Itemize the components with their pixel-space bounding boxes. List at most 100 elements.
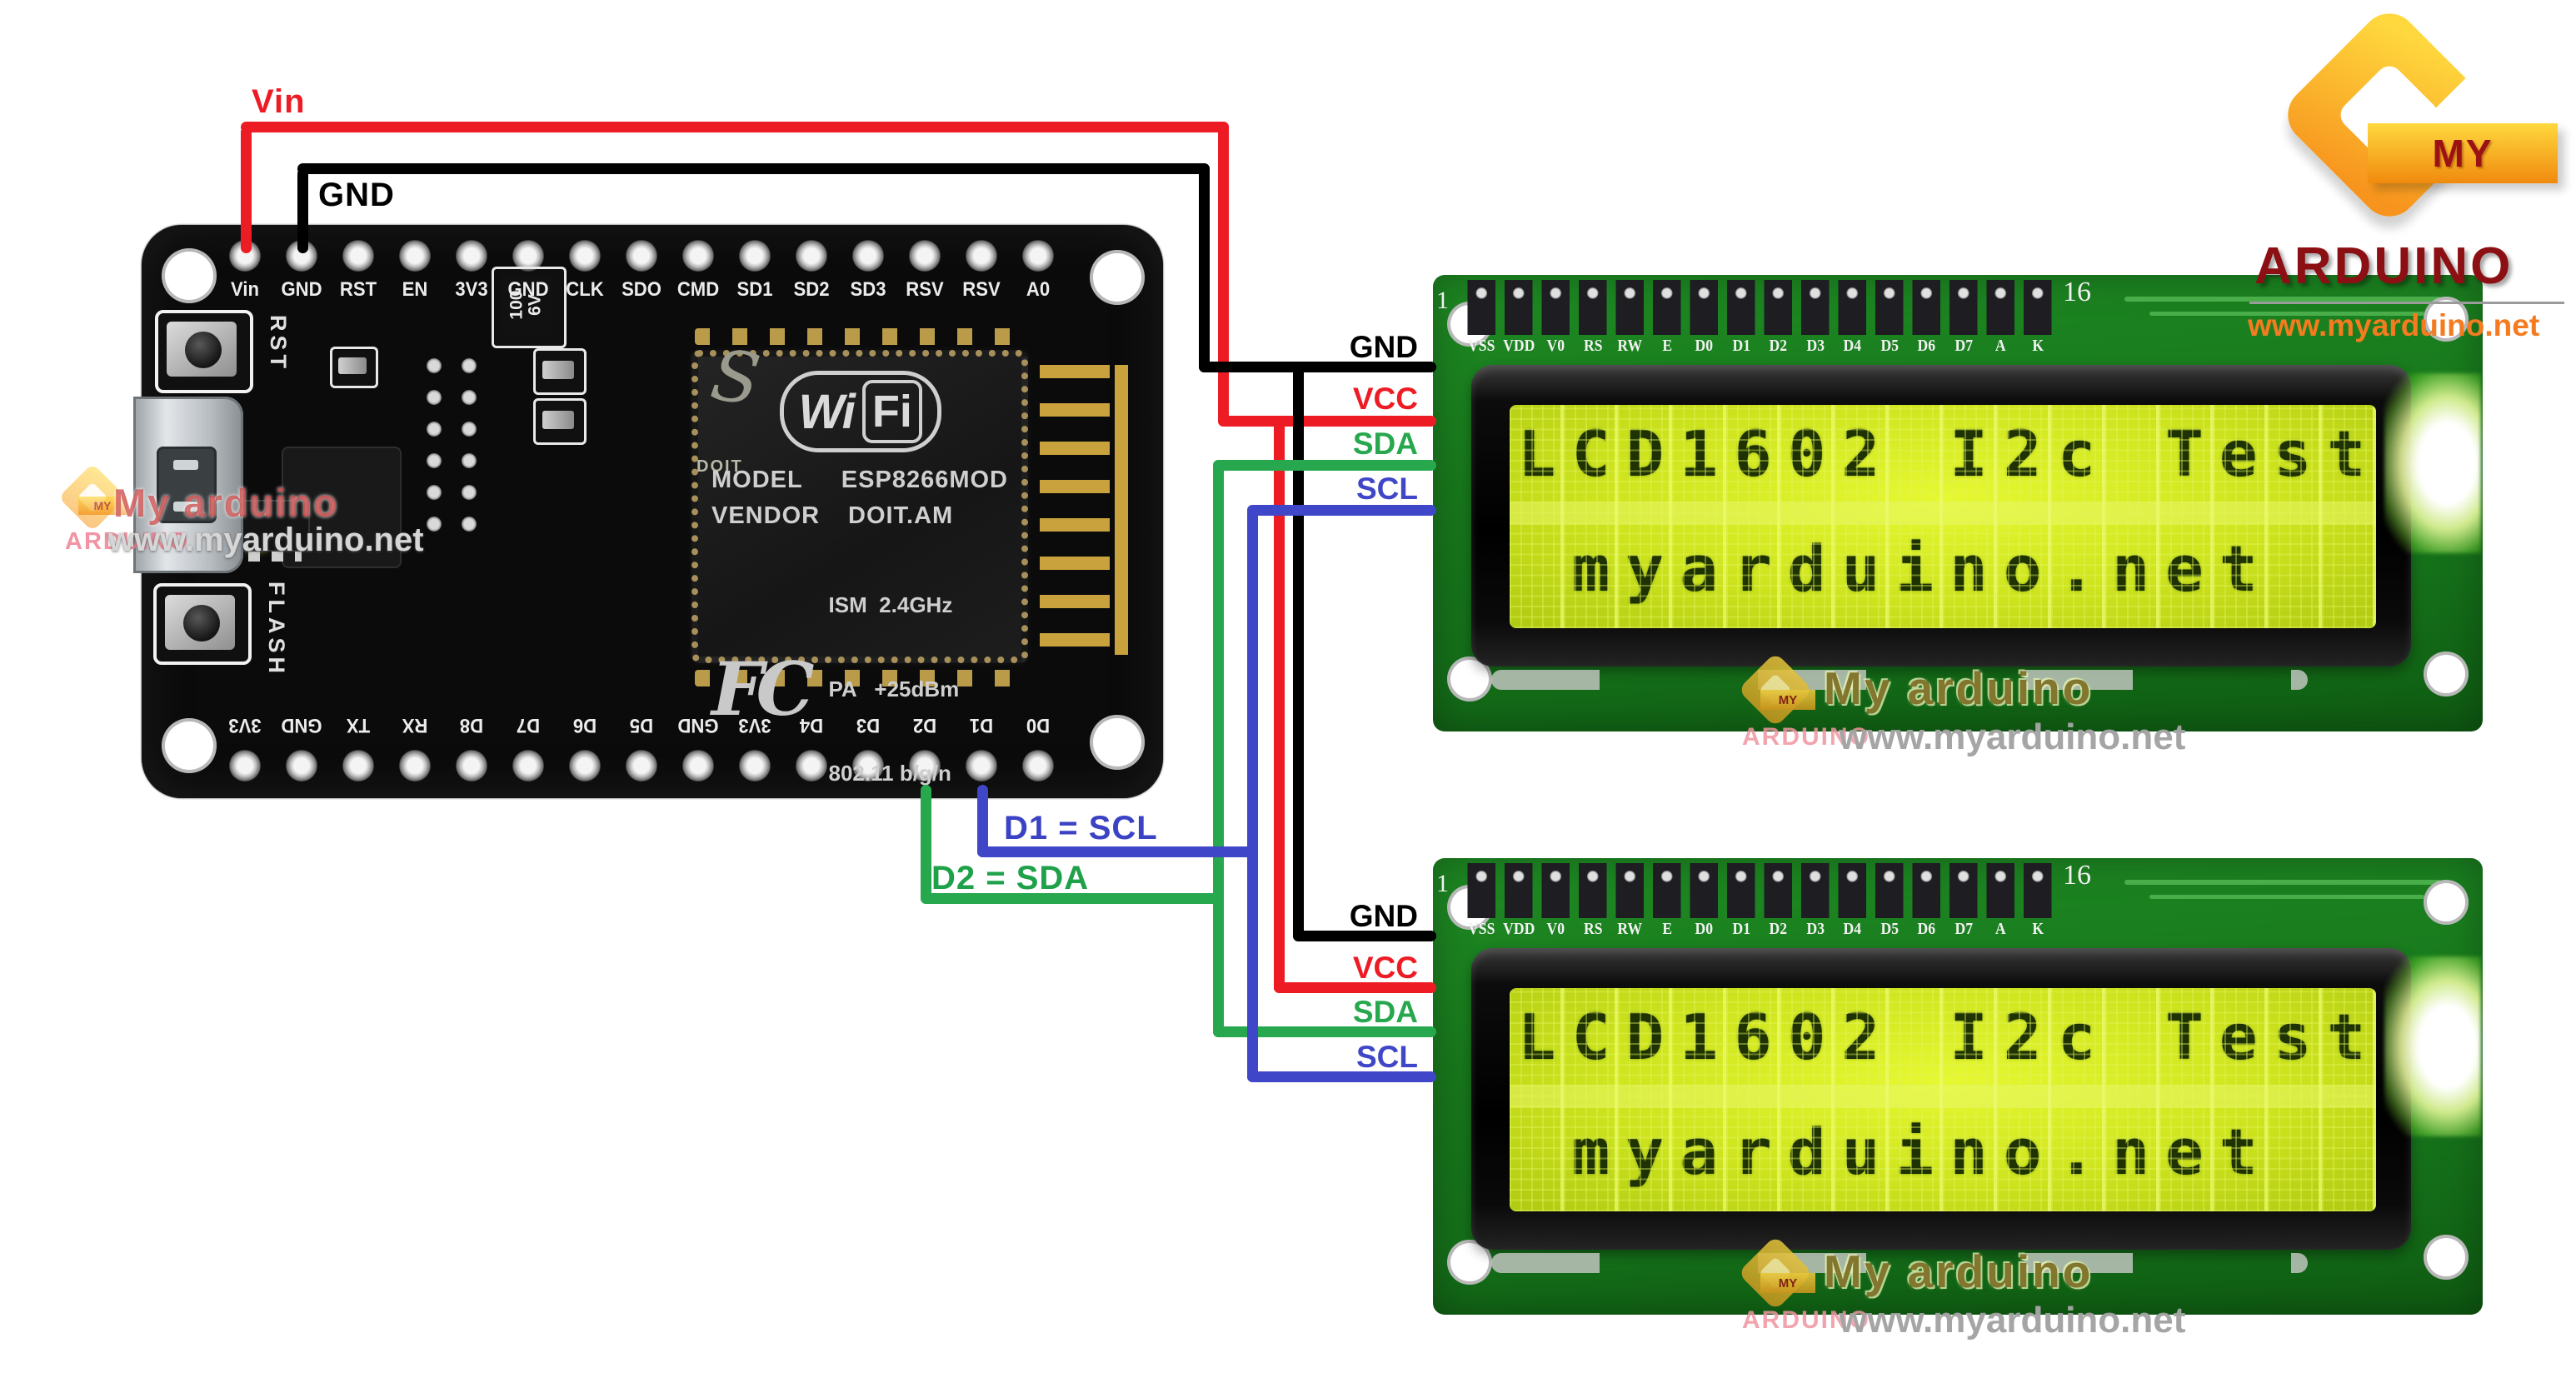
lcd1-watermark: MY My arduino ARDUINO www.myarduino.net (1737, 652, 2185, 760)
rst-button-cap (185, 332, 222, 368)
module-pad-row (695, 670, 1025, 686)
wire-scl-lcd1 (1247, 505, 1436, 516)
smd-component (330, 347, 378, 388)
pin-label: D1 (969, 714, 994, 736)
wire-sda-lcd1 (1213, 460, 1436, 471)
mounting-hole (1090, 250, 1145, 305)
lcd-pin-label: D3 (1805, 337, 1825, 355)
pin-label: D0 (1026, 714, 1051, 736)
pcb-trace (2124, 297, 2441, 302)
wire-gnd-drop (297, 168, 308, 253)
solder-pads (1491, 670, 2308, 690)
module-model-label: MODEL (711, 467, 803, 493)
lcd-pin-header (1463, 280, 2056, 335)
pin-label: A0 (1026, 278, 1051, 301)
lcd-screen: LCD1602 I2c Test myarduino.net (1510, 405, 2376, 628)
left-watermark: MY ARDUINO My arduino www.myarduino.net (50, 462, 424, 567)
lcd-pin-label: D0 (1695, 920, 1714, 938)
pin-label: 3V3 (738, 714, 771, 736)
pin-number-last: 16 (2063, 277, 2091, 307)
solder-pad-grid (417, 350, 487, 540)
watermark-arduino: ARDUINO (1742, 723, 1870, 751)
wire-scl-vert (1247, 505, 1258, 1082)
pin-number-first: 1 (1436, 870, 1449, 897)
lcd-pin-label: D2 (1769, 920, 1788, 938)
usb-contact (173, 460, 198, 470)
wifi-logo-fi: Fi (861, 380, 922, 443)
wire-gnd-top (297, 163, 1210, 174)
lcd-screen: LCD1602 I2c Test myarduino.net (1510, 988, 2376, 1211)
top-pin-row (217, 233, 1066, 277)
solder-pads (1491, 1253, 2308, 1273)
lcd-pin-label: D5 (1880, 337, 1899, 355)
pin-label: D7 (516, 714, 541, 736)
lcd-pin-label: VDD (1502, 920, 1535, 938)
wire-scl-lcd2 (1247, 1071, 1436, 1082)
doit-logo-text: DOIT (696, 457, 743, 477)
wire-vcc-lcd2 (1274, 982, 1436, 993)
lcd-pin-label: D3 (1805, 920, 1825, 938)
lcd1-vcc-tag: VCC (1352, 382, 1418, 416)
pin-label: D2 (912, 714, 937, 736)
flash-button-body (165, 595, 235, 650)
watermark-arduino: ARDUINO (65, 528, 190, 555)
flash-button[interactable] (153, 583, 252, 665)
wire-vcc-top (241, 122, 1229, 132)
pin-label: D6 (572, 714, 597, 736)
lcd2-scl-tag: SCL (1356, 1040, 1418, 1074)
lcd1-sda-tag: SDA (1352, 427, 1418, 461)
wire-gnd-lcd1 (1199, 362, 1436, 372)
lcd-pin-label: A (1994, 337, 2006, 355)
rst-button[interactable] (155, 310, 253, 393)
lcd-pin-header (1463, 863, 2056, 918)
pin-label: RSV (962, 278, 1001, 301)
myarduino-brand-logo: MY ARDUINO www.myarduino.net (2241, 2, 2576, 350)
brand-url[interactable]: www.myarduino.net (2248, 308, 2540, 342)
pin-label: SD3 (850, 278, 886, 301)
module-model-value: ESP8266MOD (841, 467, 1008, 493)
module-vendor-label: VENDOR (711, 502, 821, 529)
lcd-pixel-grid (1510, 405, 2376, 628)
watermark-my: MY (1778, 692, 1798, 707)
lcd-pin-label: D6 (1917, 337, 1936, 355)
lcd-pin-label: D4 (1843, 920, 1862, 938)
lcd-pin-label: D7 (1954, 920, 1973, 938)
rst-button-label: RST (266, 315, 291, 372)
mounting-hole (2424, 652, 2469, 696)
lcd-pixel-grid (1510, 988, 2376, 1211)
watermark-name: My arduino (1824, 662, 2094, 714)
mounting-hole (162, 718, 217, 773)
pin-label: CMD (676, 278, 720, 301)
lcd2-gnd-tag: GND (1349, 899, 1418, 933)
lcd-pin-label: VSS (1468, 337, 1495, 355)
module-spec-ism: ISM 2.4GHz (828, 592, 953, 617)
brand-banner: MY (2368, 123, 2558, 183)
flash-button-cap (183, 605, 220, 642)
wifi-logo-wi: Wi (798, 384, 856, 439)
wire-vcc-drop (241, 127, 252, 253)
brand-arduino-text: ARDUINO (2254, 237, 2514, 295)
wire-sda-run (921, 893, 1224, 904)
pin-label: D8 (459, 714, 484, 736)
pin-label: SD1 (736, 278, 773, 301)
lcd-pin-label: RS (1583, 920, 1602, 938)
lcd-pin-label: K (2031, 337, 2044, 355)
watermark-logo-banner: MY (1760, 1273, 1815, 1293)
watermark-logo-banner: MY (1760, 690, 1815, 710)
pin-label: RX (402, 714, 428, 736)
wire-vcc-lcd1 (1218, 416, 1436, 427)
doit-logo-icon: S (706, 333, 766, 422)
lcd-pin-label: D7 (1954, 337, 1973, 355)
pcb-trace (2149, 895, 2424, 899)
backlight-glow (2384, 373, 2481, 553)
mounting-hole (2424, 297, 2469, 342)
d1-scl-label: D1 = SCL (1004, 810, 1158, 846)
module-pad-row (695, 328, 1025, 345)
lcd-pin-label: D5 (1880, 920, 1899, 938)
